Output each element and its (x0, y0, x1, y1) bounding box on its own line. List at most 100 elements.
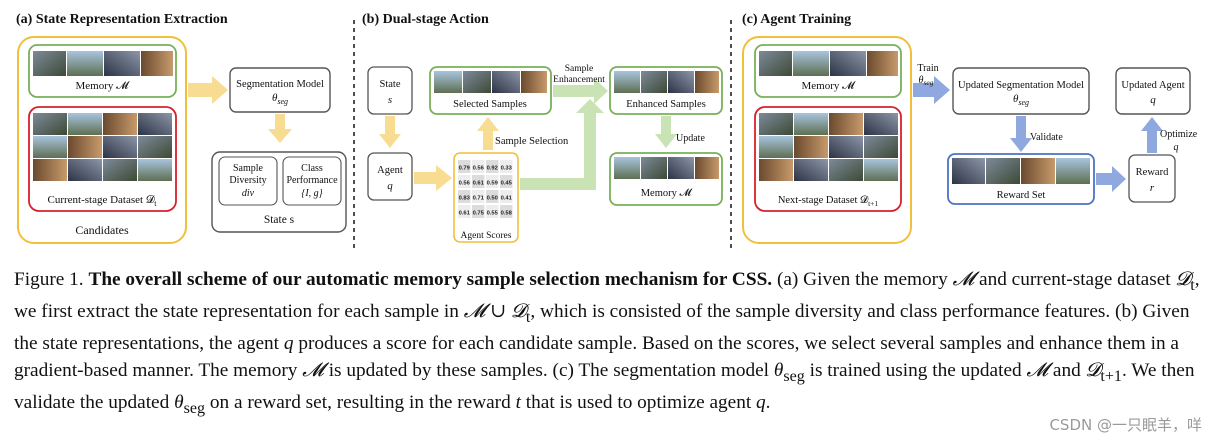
next-dataset-box (754, 106, 902, 212)
dataset-thumbnail (794, 136, 828, 158)
score-cell (486, 205, 499, 218)
score-cell (472, 175, 485, 188)
score-value: 0.50 (487, 196, 498, 202)
arrow-enhanced-to-memory (655, 116, 677, 148)
selected-samples-box (429, 66, 552, 115)
agent-line1: Agent (377, 165, 403, 176)
reward-line2: r (1150, 182, 1155, 194)
score-cell (500, 190, 513, 203)
memory-box (28, 44, 177, 98)
sample-selection-label: Sample Selection (495, 136, 569, 147)
performance-line2: Performance (286, 175, 338, 186)
dataset-thumbnail (759, 136, 793, 158)
reward-line1: Reward (1136, 167, 1169, 178)
selected-samples-label: Selected Samples (453, 99, 527, 110)
reward-set-box (947, 153, 1095, 205)
state-input-line1: State (380, 79, 401, 90)
score-cell (472, 205, 485, 218)
optimize-line1: Optimize (1160, 129, 1198, 140)
memory-c-box (754, 44, 902, 98)
performance-symbol: {I, g} (301, 188, 322, 199)
reward-set-label: Reward Set (997, 190, 1046, 201)
score-value: 0.61 (459, 211, 471, 217)
panel-c: Memory 𝓜 Next-stage Dataset 𝓓t+1 Train θ… (742, 36, 1198, 244)
training-data-box (742, 36, 912, 244)
arrow-seg-to-state (268, 114, 292, 143)
state-box (211, 151, 347, 233)
arrow-optimize (1141, 117, 1163, 153)
score-value: 0.56 (473, 166, 485, 172)
reward-set-thumbnails (952, 158, 1090, 184)
train-theta: θseg (919, 75, 934, 87)
dataset-thumbnail (68, 113, 102, 135)
watermark: CSDN @一只眠羊，咩 (1049, 416, 1202, 434)
score-value: 0.61 (473, 181, 485, 187)
memory-updated-label: Memory 𝓜 (641, 188, 694, 199)
dataset-thumbnail (829, 113, 863, 135)
dataset-thumbnail (759, 113, 793, 135)
performance-line1: Class (301, 163, 323, 174)
dataset-thumbnail (864, 159, 898, 181)
score-value: 0.75 (473, 211, 485, 217)
score-cell (472, 190, 485, 203)
memory-updated-box (609, 152, 723, 206)
score-cell (458, 205, 471, 218)
scheme-diagram: (a) State Representation Extraction (b) … (16, 12, 1198, 248)
score-value: 0.58 (501, 211, 513, 217)
score-value: 0.33 (501, 166, 513, 172)
arrow-validate (1010, 116, 1032, 152)
updated-agent-line2: q (1150, 94, 1156, 106)
arrow-state-to-agent (379, 116, 401, 148)
memory-c-thumbnails (759, 51, 898, 76)
arrow-selected-to-enhanced (553, 78, 608, 104)
score-value: 0.41 (501, 196, 513, 202)
memory-c-label: Memory 𝓜 (802, 80, 857, 92)
validate-label: Validate (1030, 132, 1063, 143)
arrow-scores-to-enhancement (520, 99, 604, 190)
optimize-line2: q (1174, 142, 1179, 153)
score-value: 0.83 (459, 196, 471, 202)
dataset-thumbnail (864, 113, 898, 135)
score-value: 0.59 (487, 181, 499, 187)
enhanced-thumbnails (614, 71, 719, 93)
dataset-thumbnail (829, 159, 863, 181)
dataset-thumbnail (33, 136, 67, 158)
score-value: 0.71 (473, 196, 485, 202)
dataset-thumbnail (759, 159, 793, 181)
diversity-symbol: div (242, 188, 255, 199)
score-value: 0.45 (501, 181, 513, 187)
agent-scores-label: Agent Scores (461, 231, 512, 241)
memory-thumbnails (33, 51, 173, 76)
dataset-thumbnail (33, 159, 67, 181)
score-cell (472, 160, 485, 173)
score-cell (486, 175, 499, 188)
updated-agent-box (1115, 67, 1191, 115)
dataset-thumbnail (138, 159, 172, 181)
section-b-title: (b) Dual-stage Action (362, 12, 489, 27)
sample-enhancement-line1: Sample (565, 64, 594, 74)
enhanced-samples-label: Enhanced Samples (626, 99, 706, 110)
dataset-thumbnail (103, 159, 137, 181)
score-cell (500, 175, 513, 188)
score-cell (486, 190, 499, 203)
segmentation-model-box (229, 67, 331, 113)
updated-agent-line1: Updated Agent (1121, 80, 1184, 91)
arrow-agent-to-scores (414, 165, 452, 191)
current-dataset-label: Current-stage Dataset 𝓓t (47, 194, 157, 208)
diversity-line1: Sample (233, 163, 264, 174)
dataset-thumbnail (794, 113, 828, 135)
dataset-thumbnail (138, 136, 172, 158)
next-dataset-label: Next-stage Dataset 𝓓t+1 (778, 194, 879, 208)
memory-label: Memory 𝓜 (76, 80, 131, 92)
score-value: 0.79 (459, 166, 471, 172)
diversity-line2: Diversity (229, 175, 266, 186)
selected-thumbnails (434, 71, 547, 93)
dataset-thumbnail (68, 159, 102, 181)
next-dataset-thumbnails (759, 113, 898, 181)
segmentation-model-label: Segmentation Model (236, 79, 324, 90)
arrow-train (913, 76, 950, 104)
updated-seg-box (952, 67, 1090, 115)
arrow-candidates-to-seg (188, 76, 228, 104)
dataset-thumbnail (138, 113, 172, 135)
section-a-title: (a) State Representation Extraction (16, 12, 228, 27)
